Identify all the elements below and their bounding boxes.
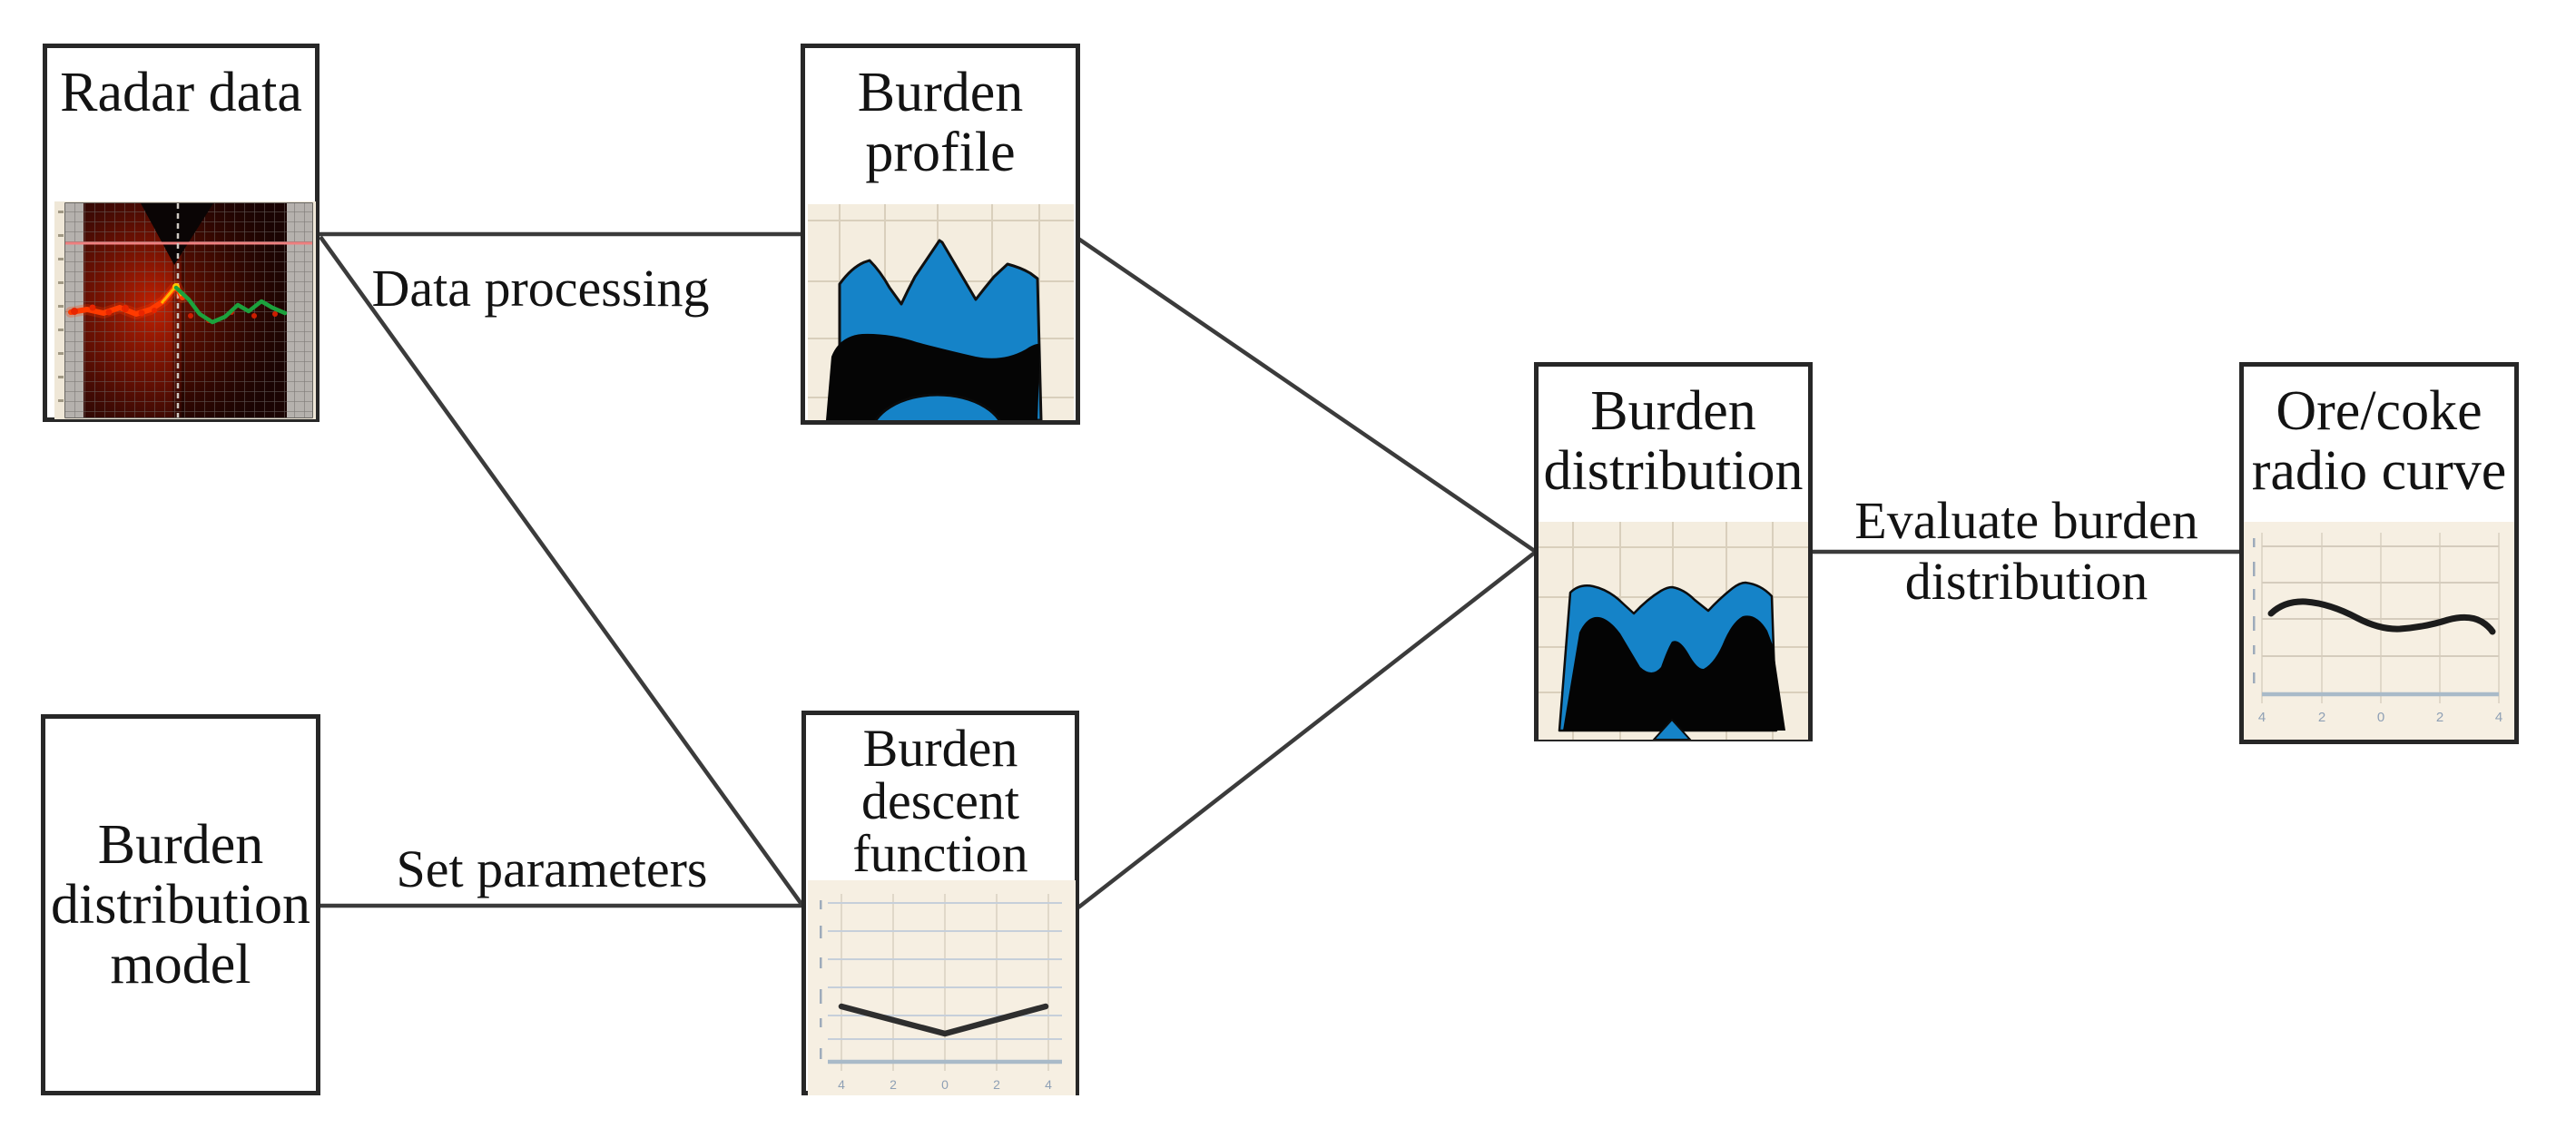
edge-profile-to-distribution [1077,237,1538,554]
edge-radar-to-descent [319,235,805,908]
tick-label: 4 [838,1077,845,1092]
node-burden-descent-function: Burden descent function 4 2 [801,711,1079,1095]
radar-y-ticks [58,211,64,402]
burden-profile-chart [808,204,1074,420]
radar-profile-trace [173,285,288,325]
node-burden-distribution-model: Burden distribution model [41,714,320,1095]
node-burden-profile-title: Burden profile [857,62,1024,183]
burden-descent-chart: 4 2 0 2 4 [808,880,1076,1095]
burden-profile-bottom-arc [874,393,1001,420]
radar-heatmap-image [54,201,316,419]
descent-v-curve [838,1003,1049,1037]
edge-label-data-processing: Data processing [371,259,710,318]
node-radar-data: Radar data [43,44,320,422]
x-axis-tick-labels: 4 2 0 2 4 [2258,710,2502,725]
tick-label: 0 [2377,710,2384,725]
edge-label-evaluate-burden-distribution: Evaluate burden distribution [1854,491,2198,611]
node-burden-distribution-title: Burden distribution [1543,380,1804,502]
node-burden-descent-function-title: Burden descent function [852,719,1028,883]
tick-label: 2 [2436,710,2443,725]
burden-distribution-bottom-triangle [1652,718,1692,740]
tick-label: 2 [2318,710,2325,725]
edge-label-set-parameters: Set parameters [396,839,708,898]
node-burden-distribution: Burden distribution [1534,362,1813,741]
edge-descent-to-distribution [1077,550,1538,909]
grid-vertical [841,894,1049,1071]
node-burden-distribution-model-title: Burden distribution model [51,814,310,996]
x-axis-tick-labels: 4 2 0 2 4 [838,1077,1052,1092]
node-ore-coke-radio-curve-title: Ore/coke radio curve [2251,380,2507,502]
node-burden-profile: Burden profile [801,44,1080,425]
tick-label: 0 [941,1077,949,1092]
burden-profile-black-layer [826,333,1040,420]
ore-coke-ratio-curve-line [2267,598,2496,635]
y-axis-micro-labels [820,900,822,1059]
tick-label: 2 [993,1077,1000,1092]
tick-label: 2 [890,1077,897,1092]
ore-coke-ratio-chart: 4 2 0 2 4 [2244,522,2514,740]
burden-distribution-chart [1539,522,1808,740]
tick-label: 4 [1045,1077,1052,1092]
y-axis-micro-labels [2253,538,2256,683]
burden-distribution-black-layer [1563,615,1785,731]
node-radar-data-title: Radar data [60,62,302,123]
tick-label: 4 [2495,710,2502,725]
node-ore-coke-radio-curve: Ore/coke radio curve 4 2 0 [2239,362,2519,744]
tick-label: 4 [2258,710,2266,725]
